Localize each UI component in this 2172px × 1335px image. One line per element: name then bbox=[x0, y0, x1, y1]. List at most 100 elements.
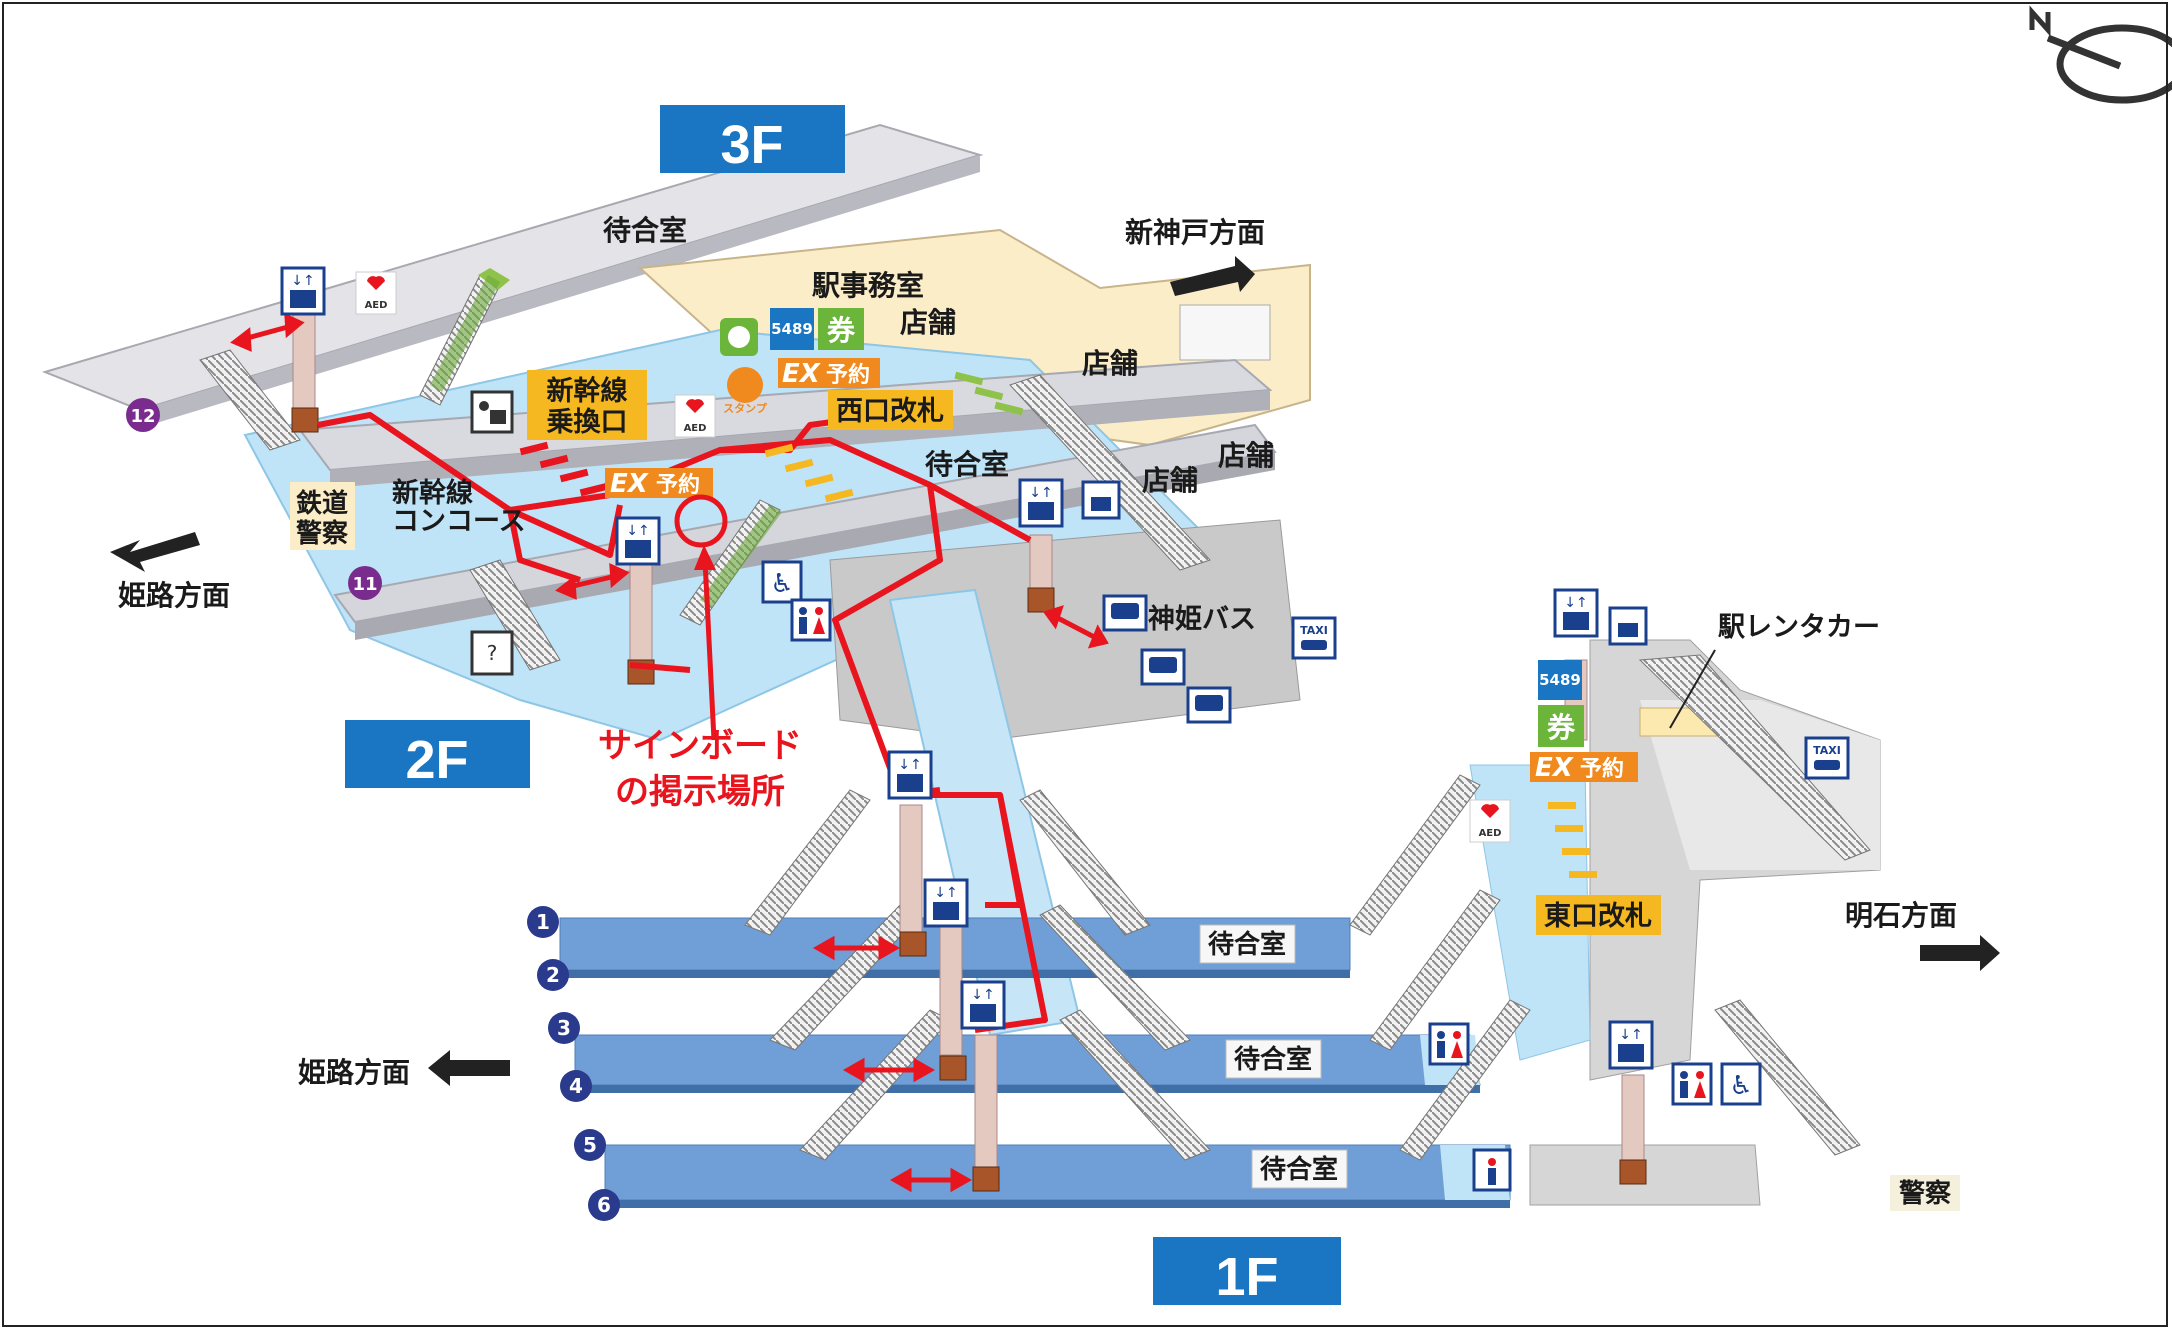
platform-badge-4: 4 bbox=[560, 1070, 592, 1102]
platform-badge-1: 1 bbox=[527, 906, 559, 938]
svg-text:新幹線: 新幹線 bbox=[392, 477, 473, 509]
ticket-machine-west: 券 bbox=[818, 308, 864, 350]
bus-stop-b-icon bbox=[1186, 686, 1232, 724]
service-5489-east: 5489 bbox=[1538, 660, 1582, 700]
waiting-room-platform-12: 待合室 bbox=[1199, 924, 1296, 964]
signboard-callout: サインボード の掲示場所 bbox=[598, 494, 802, 812]
svg-text:11: 11 bbox=[352, 574, 377, 595]
svg-text:姫路方面: 姫路方面 bbox=[298, 1056, 410, 1089]
svg-text:↓↑: ↓↑ bbox=[934, 885, 957, 901]
aed-1f: AED bbox=[1469, 799, 1511, 843]
east-gate-label: 東口改札 bbox=[1536, 895, 1661, 935]
direction-akashi: 明石方面 bbox=[1845, 899, 2000, 971]
ticket-gate-markers bbox=[519, 371, 1597, 878]
svg-text:3F: 3F bbox=[720, 115, 783, 175]
svg-text:券: 券 bbox=[1547, 711, 1576, 744]
svg-text:↓↑: ↓↑ bbox=[1564, 595, 1587, 611]
svg-text:券: 券 bbox=[827, 314, 856, 347]
svg-text:予約: 予約 bbox=[656, 472, 700, 498]
taxi-east-icon: TAXI bbox=[1804, 736, 1850, 780]
svg-text:♿: ♿ bbox=[770, 569, 793, 599]
ex-reserve-west-2: EX 予約 bbox=[605, 468, 713, 499]
svg-text:AED: AED bbox=[365, 300, 388, 311]
ex-reserve-west-1: EX 予約 bbox=[778, 358, 880, 389]
shop-label-4: 店舗 bbox=[1142, 464, 1198, 497]
svg-text:東口改札: 東口改札 bbox=[1544, 901, 1652, 932]
svg-text:↓↑: ↓↑ bbox=[1619, 1027, 1642, 1043]
svg-text:↓↑: ↓↑ bbox=[291, 273, 314, 289]
ex-reserve-east: EX 予約 bbox=[1530, 752, 1638, 783]
svg-text:待合室: 待合室 bbox=[1234, 1044, 1312, 1075]
svg-text:警察: 警察 bbox=[296, 518, 349, 549]
platform-badge-2: 2 bbox=[537, 959, 569, 991]
svg-text:の掲示場所: の掲示場所 bbox=[615, 772, 785, 812]
svg-text:サインボード: サインボード bbox=[598, 726, 802, 766]
shop-label-2: 店舗 bbox=[1082, 347, 1138, 380]
wheelchair-icon: ♿ bbox=[761, 560, 803, 604]
svg-text:TAXI: TAXI bbox=[1813, 744, 1841, 757]
platform-badge-3: 3 bbox=[548, 1012, 580, 1044]
shop-label-3: 店舗 bbox=[1218, 439, 1274, 472]
svg-text:2: 2 bbox=[546, 963, 560, 987]
compass-icon bbox=[2029, 5, 2172, 104]
shinki-bus-label: 神姫バス bbox=[1148, 604, 1256, 635]
svg-text:6: 6 bbox=[597, 1193, 611, 1217]
svg-text:1: 1 bbox=[536, 910, 550, 934]
platform-badge-5: 5 bbox=[574, 1129, 606, 1161]
stamp-icon: スタンプ bbox=[723, 367, 768, 415]
svg-text:12: 12 bbox=[130, 406, 155, 427]
waiting-room-2f-label: 待合室 bbox=[925, 448, 1009, 481]
waiting-room-platform-56: 待合室 bbox=[1251, 1149, 1348, 1189]
svg-text:EX: EX bbox=[1535, 753, 1575, 783]
waiting-room-platform-34: 待合室 bbox=[1225, 1039, 1322, 1079]
service-5489-west: 5489 bbox=[770, 308, 814, 350]
restroom-1f-c-icon bbox=[1472, 1148, 1512, 1192]
station-office-label: 駅事務室 bbox=[812, 269, 924, 302]
coin-locker-east-icon bbox=[1608, 606, 1648, 646]
elevator-icons: ↓↑ ↓↑ ↓↑ ↓↑ ↓↑ ↓↑ ↓↑ ↓↑ bbox=[280, 266, 1654, 1070]
svg-text:5: 5 bbox=[583, 1133, 597, 1157]
svg-text:↓↑: ↓↑ bbox=[626, 523, 649, 539]
svg-text:警察: 警察 bbox=[1899, 1178, 1952, 1209]
svg-text:5489: 5489 bbox=[771, 320, 813, 338]
information-icon bbox=[470, 390, 514, 434]
svg-text:新幹線: 新幹線 bbox=[547, 375, 628, 407]
floor-badge-3f: 3F bbox=[660, 105, 845, 175]
floor-badge-1f: 1F bbox=[1153, 1237, 1341, 1307]
shinkansen-transfer-gate-label: 新幹線 乗換口 bbox=[527, 370, 647, 440]
ticket-machine-east: 券 bbox=[1538, 705, 1584, 747]
west-gate-label: 西口改札 bbox=[828, 390, 953, 430]
elevator-cars bbox=[291, 407, 1647, 1192]
svg-text:2F: 2F bbox=[405, 730, 468, 790]
svg-text:鉄道: 鉄道 bbox=[296, 488, 348, 519]
green-window-icon bbox=[720, 318, 758, 356]
direction-himeji-upper: 姫路方面 bbox=[110, 532, 230, 612]
svg-text:西口改札: 西口改札 bbox=[836, 396, 944, 427]
wheelchair-east-icon: ♿ bbox=[1720, 1062, 1762, 1106]
svg-text:1F: 1F bbox=[1215, 1247, 1278, 1307]
svg-text:TAXI: TAXI bbox=[1300, 624, 1328, 637]
svg-text:コンコース: コンコース bbox=[392, 506, 526, 537]
aed-3f: AED bbox=[355, 271, 397, 315]
waiting-room-3f-label: 待合室 bbox=[603, 214, 687, 247]
lost-item-icon: ? bbox=[470, 630, 514, 676]
rent-a-car-label: 駅レンタカー bbox=[1718, 612, 1880, 643]
platform-badge-6: 6 bbox=[588, 1189, 620, 1221]
floor-badge-2f: 2F bbox=[345, 720, 530, 790]
svg-text:EX: EX bbox=[782, 359, 822, 389]
svg-text:AED: AED bbox=[1479, 828, 1502, 839]
elevator-passage-arrows bbox=[230, 312, 1109, 1193]
bus-stop-a-icon bbox=[1140, 648, 1186, 686]
svg-text:5489: 5489 bbox=[1539, 671, 1581, 689]
svg-text:スタンプ: スタンプ bbox=[723, 401, 768, 415]
restroom-1f-b-icon bbox=[1671, 1062, 1713, 1106]
coin-locker-icon bbox=[1081, 480, 1121, 520]
taxi-west-icon: TAXI bbox=[1291, 616, 1337, 660]
svg-text:予約: 予約 bbox=[826, 362, 870, 388]
shop-label-1: 店舗 bbox=[900, 306, 956, 339]
svg-text:↓↑: ↓↑ bbox=[898, 757, 921, 773]
svg-text:AED: AED bbox=[684, 423, 707, 434]
aed-2f: AED bbox=[674, 394, 716, 438]
svg-text:待合室: 待合室 bbox=[1208, 929, 1286, 960]
bus-icon bbox=[1102, 594, 1148, 632]
